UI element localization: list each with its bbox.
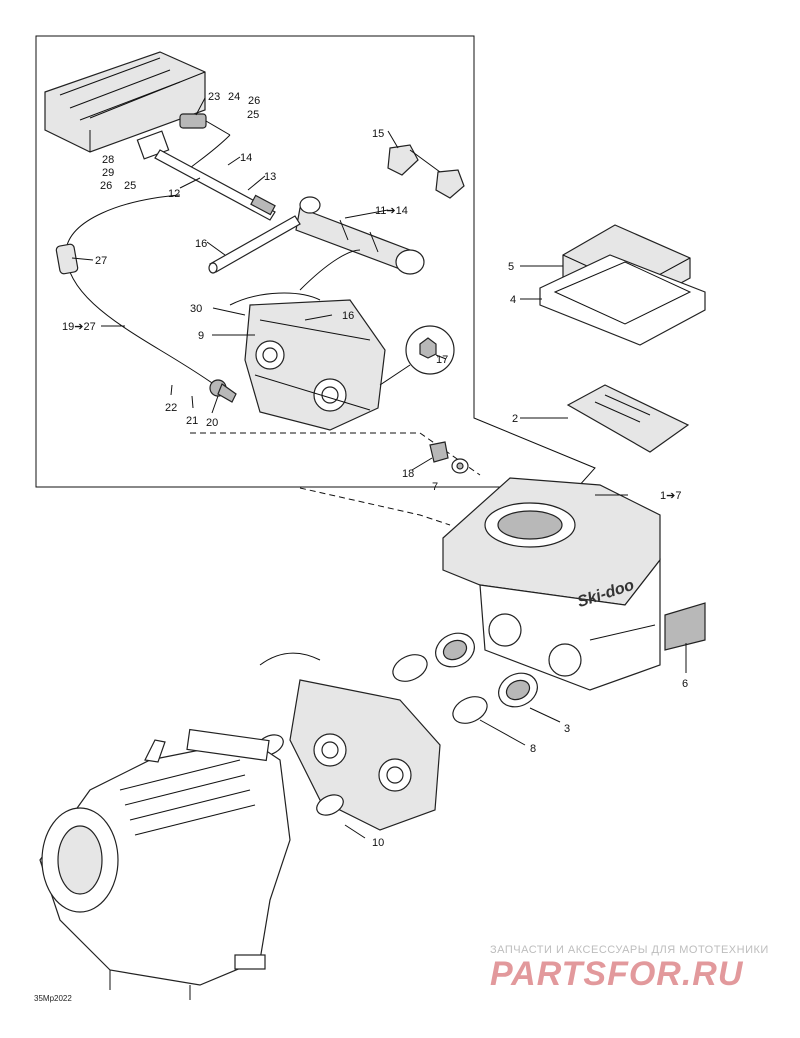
ecu-module-drawing [44,51,206,160]
callout-25b: 25 [124,180,136,192]
air-silencer-drawing: Ski-doo [442,477,661,691]
callout-23: 23 [208,91,220,103]
callout-21: 21 [186,415,198,427]
callout-17: 17 [436,354,448,366]
detail-frame [35,35,596,526]
engine-drawing [39,728,291,1000]
callout-15: 15 [372,128,384,140]
callout-24: 24 [228,91,240,103]
diagram-code: 35Mp2022 [34,994,72,1003]
callout-6: 6 [682,678,688,690]
leader-lines [71,97,628,839]
callout-1-7: 1➔7 [660,490,681,502]
cable-drawing [154,149,276,221]
callout-29: 29 [102,167,114,179]
callout-27: 27 [95,255,107,267]
callout-7: 7 [432,481,438,493]
callout-9: 9 [198,330,204,342]
adaptors-drawing [392,632,538,724]
callout-13: 13 [264,171,276,183]
callout-18: 18 [402,468,414,480]
carburetor-detail-drawing [229,249,386,431]
watermark-logo: PARTSFOR.RU [490,955,744,993]
callout-20: 20 [206,417,218,429]
callout-19-27: 19➔27 [62,321,96,333]
callout-3: 3 [564,723,570,735]
callout-25a: 25 [247,109,259,121]
clips-drawing [387,144,465,199]
plate-drawing [566,384,690,453]
sensor-drawing [179,113,231,169]
nut-circle-drawing [379,325,455,386]
callout-30: 30 [190,303,202,315]
callout-2: 2 [512,413,518,425]
callout-11-14: 11➔14 [375,205,408,217]
callout-22: 22 [165,402,177,414]
callout-4: 4 [510,294,516,306]
callout-16a: 16 [195,238,207,250]
callout-5: 5 [508,261,514,273]
decal-drawing [664,602,706,673]
fitting-drawing [429,441,469,474]
callout-26a: 26 [248,95,260,107]
callout-26b: 26 [100,180,112,192]
callout-28: 28 [102,154,114,166]
watermark-tagline: ЗАПЧАСТИ И АКСЕССУАРЫ ДЛЯ МОТОТЕХНИКИ [490,944,769,956]
callout-16b: 16 [342,310,354,322]
callout-12: 12 [168,188,180,200]
carburetor-main-drawing [256,652,441,831]
hose-drawing [208,215,301,274]
callout-10: 10 [372,837,384,849]
callout-14: 14 [240,152,252,164]
callout-8: 8 [530,743,536,755]
air-filter-drawing [539,224,706,346]
cable-long-drawing [55,194,237,403]
callout-labels: 1➔7 2 3 4 5 6 7 8 9 10 11➔14 12 13 14 15… [62,91,688,849]
